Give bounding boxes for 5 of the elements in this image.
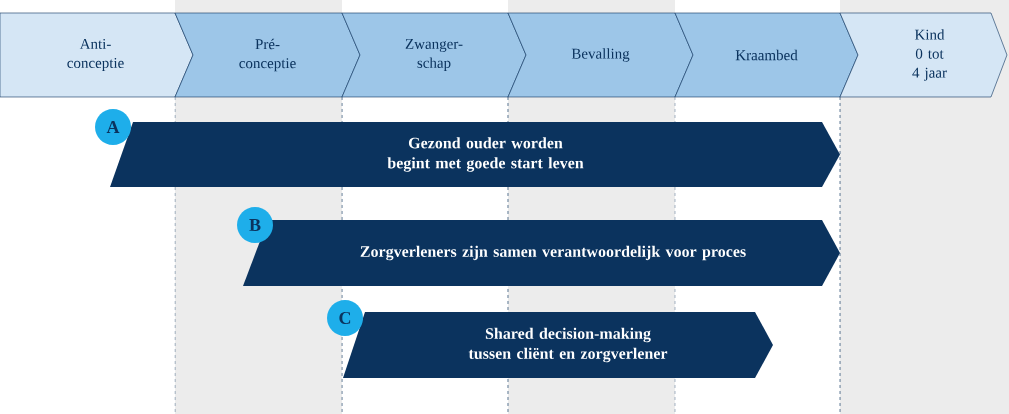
chevron-step: Kind 0 tot 4 jaar <box>839 12 1008 98</box>
letter-badge: A <box>95 109 131 145</box>
chevron-step: Anti-conceptie <box>0 12 194 98</box>
letter-badge: C <box>327 300 363 336</box>
letter-badge: B <box>237 207 273 243</box>
